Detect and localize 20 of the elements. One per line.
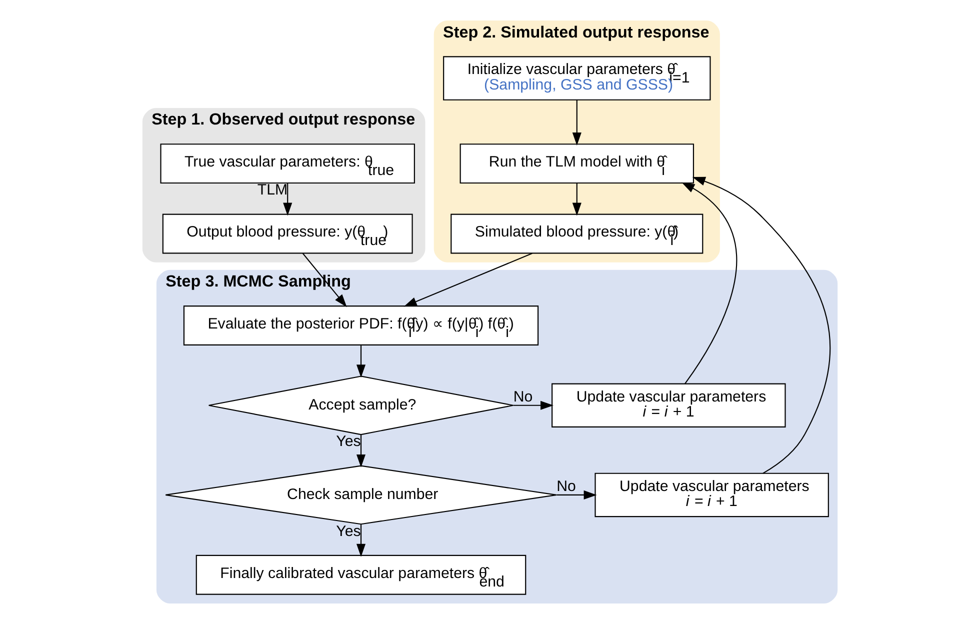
arrow xyxy=(572,183,581,216)
arrow xyxy=(692,176,830,474)
node-box: Update vascular parameters i = i + 1 xyxy=(594,472,828,518)
arrow xyxy=(356,345,366,378)
edge-label: Yes xyxy=(336,433,360,450)
node-diamond: Check sample number xyxy=(164,465,556,525)
node-box: Update vascular parameters i = i + 1 xyxy=(551,383,786,428)
edge-label: TLM xyxy=(256,182,288,199)
arrow xyxy=(512,400,553,410)
arrow xyxy=(356,434,366,468)
arrow xyxy=(282,183,292,216)
arrow xyxy=(572,100,581,146)
node-diamond: Accept sample? xyxy=(208,376,514,436)
arrow xyxy=(556,490,596,500)
arrow xyxy=(403,252,532,307)
edge-label: Yes xyxy=(336,522,360,540)
arrow xyxy=(681,182,737,384)
edge-label: No xyxy=(512,388,532,406)
arrow xyxy=(356,524,366,557)
edge-label: No xyxy=(556,478,576,495)
